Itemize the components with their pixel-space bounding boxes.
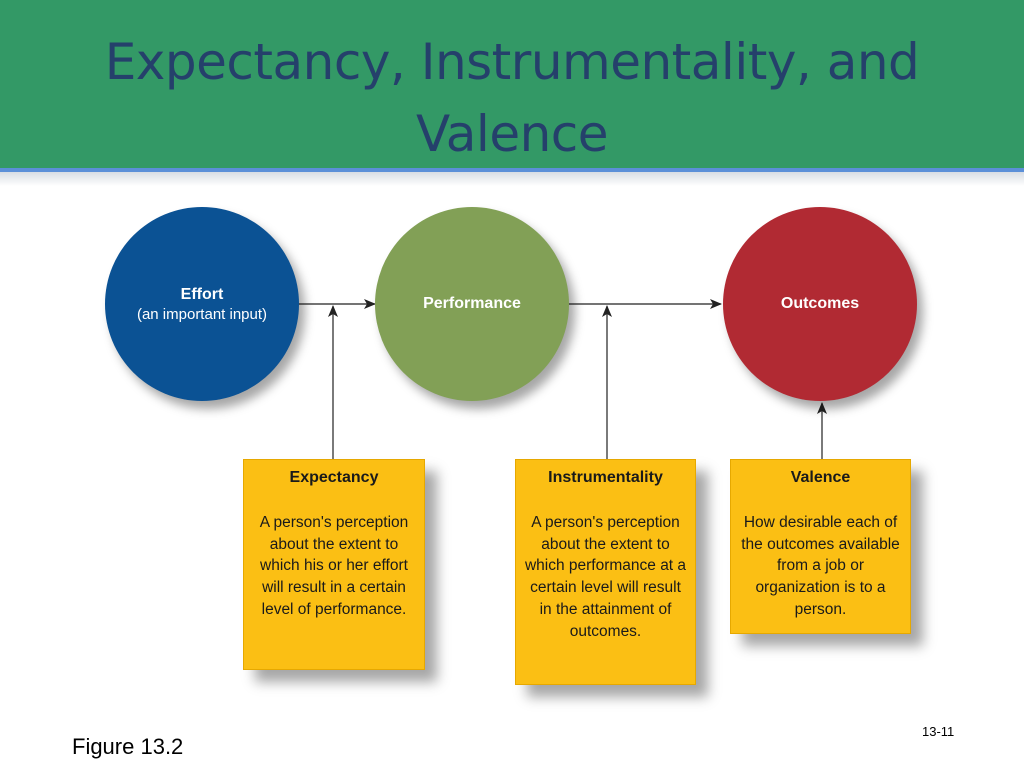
expectancy-description: A person's perception about the extent t… [259, 514, 409, 618]
effort-circle: Effort (an important input) [105, 207, 299, 401]
slide-title: Expectancy, Instrumentality, and Valence [104, 33, 920, 163]
effort-sublabel: (an important input) [136, 305, 268, 323]
expectancy-heading: Expectancy [289, 469, 379, 486]
slide-header [0, 0, 1024, 170]
page-number: 13-11 [922, 724, 955, 739]
effort-label: Effort [180, 285, 224, 303]
instrumentality-box: Instrumentality A person's perception ab… [515, 459, 696, 685]
valence-description: How desirable each of the outcomes avail… [741, 514, 900, 618]
outcomes-label: Outcomes [780, 295, 860, 312]
valence-box: Valence How desirable each of the outcom… [730, 459, 911, 634]
header-shadow [0, 172, 1024, 186]
outcomes-circle: Outcomes [723, 207, 917, 401]
instrumentality-description: A person's perception about the extent t… [524, 514, 687, 640]
expectancy-box: Expectancy A person's perception about t… [243, 459, 425, 670]
valence-heading: Valence [790, 469, 851, 486]
performance-label: Performance [423, 295, 521, 312]
header-accent-line [0, 168, 1024, 172]
figure-label: Figure 13.2 [72, 734, 184, 759]
instrumentality-heading: Instrumentality [548, 469, 663, 486]
performance-circle: Performance [375, 207, 569, 401]
